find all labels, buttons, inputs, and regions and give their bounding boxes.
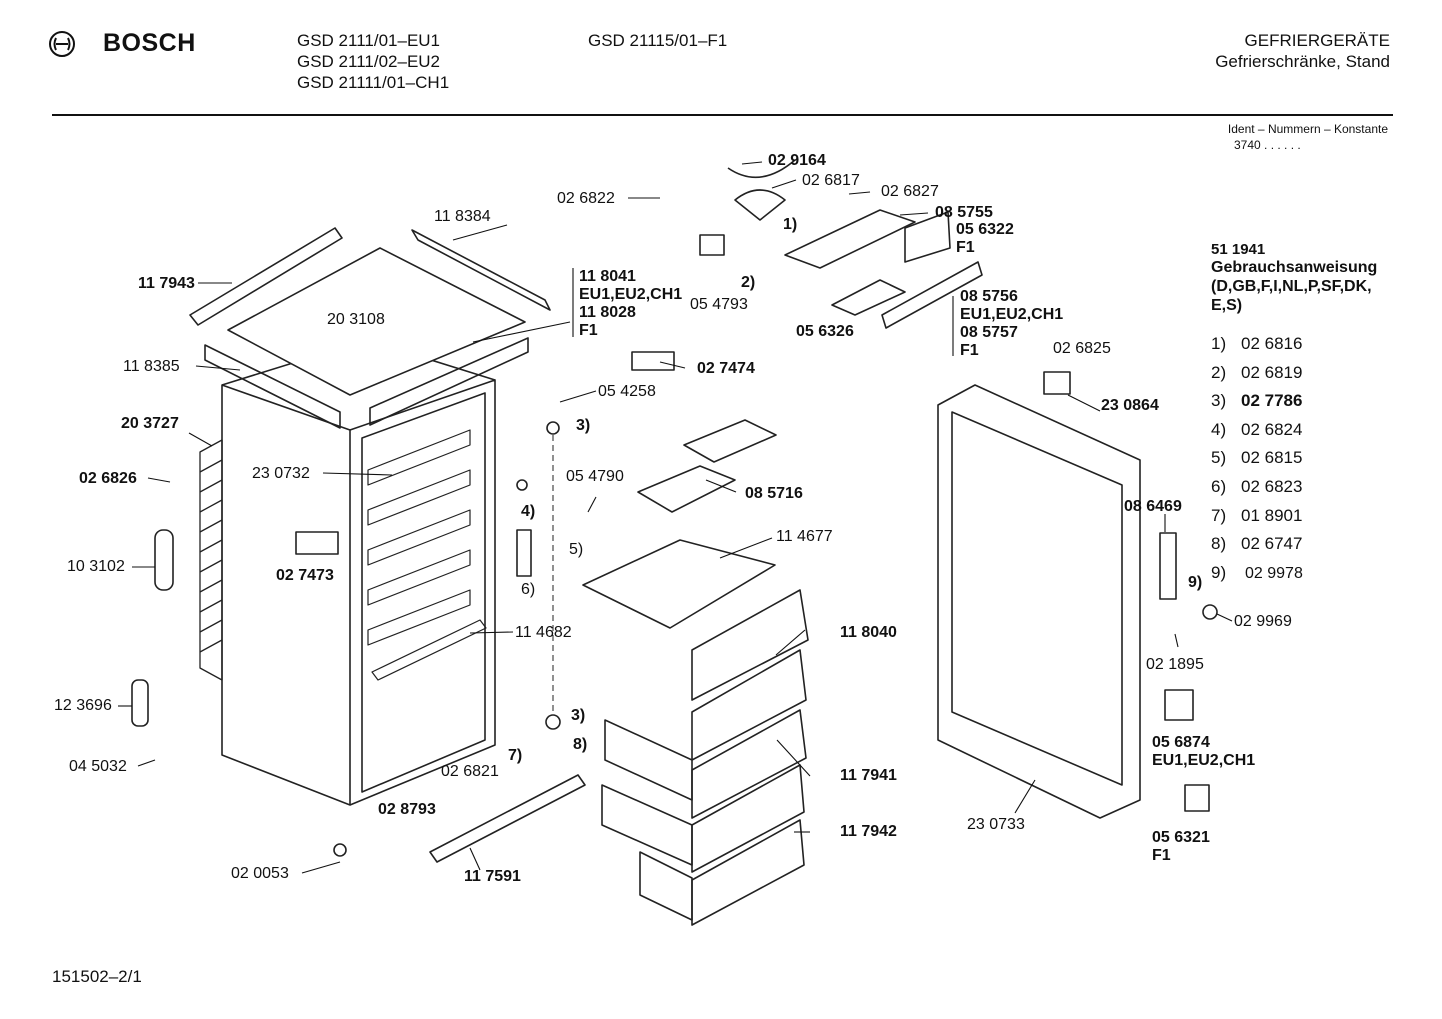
list-item: 5)02 6815 — [1211, 448, 1303, 468]
part-label: 08 5756 — [960, 288, 1018, 305]
list-item: 1)02 6816 — [1211, 334, 1303, 353]
part-label: 04 5032 — [69, 758, 127, 775]
part-label: 08 6469 — [1124, 498, 1182, 515]
cabinet-body — [221, 339, 496, 806]
part-label: 11 8385 — [123, 358, 180, 375]
variant-label: EU1,EU2,CH1 — [579, 286, 683, 303]
callout-key: 4) — [521, 503, 536, 520]
variant-label: EU1,EU2,CH1 — [1152, 752, 1256, 769]
part-label: 11 7591 — [464, 868, 521, 885]
callout-key: 9) — [1188, 574, 1203, 591]
model-name: GSD 21111/01–CH1 — [297, 73, 450, 92]
part-label: 02 7474 — [697, 360, 755, 377]
callout-key: 3) — [576, 417, 591, 434]
category: GEFRIERGERÄTE — [1244, 31, 1390, 50]
part-label: 20 3727 — [121, 415, 179, 432]
condenser-coil — [199, 439, 223, 681]
part-label: 23 0732 — [252, 465, 310, 482]
part-label: 12 3696 — [54, 697, 112, 714]
part-label: 11 8384 — [434, 208, 491, 225]
ident-label: Ident – Nummern – Konstante — [1227, 122, 1388, 136]
part-label: 05 4790 — [566, 468, 624, 485]
subcategory: Gefrierschränke, Stand — [1215, 52, 1390, 71]
callout-key: 7) — [508, 747, 523, 764]
list-item: 6)02 6823 — [1211, 476, 1303, 496]
list-item: 3)02 7786 — [1211, 391, 1303, 411]
part-label: 08 5716 — [745, 485, 803, 502]
evaporator-shelves — [367, 429, 487, 681]
part-label: 11 8028 — [579, 304, 636, 321]
model-name: GSD 21115/01–F1 — [588, 31, 728, 50]
part-label: 20 3108 — [327, 311, 385, 328]
manual-title: Gebrauchsanweisung (D,GB,F,I,NL,P,SF,DK,… — [1211, 259, 1378, 314]
part-label: 02 6822 — [557, 190, 615, 207]
manual-block: 51 1941 Gebrauchsanweisung (D,GB,F,I,NL,… — [1211, 241, 1377, 588]
list-item: 4)02 6824 — [1211, 419, 1303, 439]
part-label: 05 6874 — [1152, 734, 1210, 751]
part-label: 02 0053 — [231, 865, 289, 882]
part-label: 02 7473 — [276, 567, 334, 584]
callout-key: 8) — [573, 736, 588, 753]
part-label: 11 8040 — [840, 624, 897, 641]
part-label: 02 6825 — [1053, 340, 1111, 357]
top-cover-panel — [227, 247, 526, 396]
part-label: 08 5755 — [935, 204, 993, 221]
part-label: 11 7941 — [840, 767, 897, 784]
list-item: 8)02 6747 — [1211, 534, 1303, 554]
part-label: 02 6817 — [802, 172, 860, 189]
part-label: 08 5757 — [960, 324, 1018, 341]
header-rule — [52, 114, 1393, 116]
variant-label: F1 — [960, 342, 979, 359]
variant-label: F1 — [1152, 847, 1171, 864]
bosch-logo-icon — [48, 30, 76, 63]
category-block: GEFRIERGERÄTE Gefrierschränke, Stand — [1215, 30, 1390, 72]
part-label: 05 4258 — [598, 383, 656, 400]
variant-label: F1 — [956, 239, 975, 256]
variant-label: EU1,EU2,CH1 — [960, 306, 1064, 323]
part-label: 02 9164 — [768, 152, 826, 169]
model-name: GSD 2111/02–EU2 — [297, 52, 441, 71]
part-label: 10 3102 — [67, 558, 125, 575]
doc-number: 151502–2/1 — [52, 967, 142, 986]
part-label: 11 8041 — [579, 268, 636, 285]
brand-name: BOSCH — [103, 29, 196, 57]
callout-key: 5) — [569, 541, 584, 558]
key-part-list: 1)02 6816 2)02 6819 3)02 7786 4)02 6824 … — [1211, 330, 1377, 588]
part-label: 02 1895 — [1146, 656, 1204, 673]
list-item: 2)02 6819 — [1211, 362, 1303, 382]
part-label: 05 4793 — [690, 296, 748, 313]
variant-label: F1 — [579, 322, 598, 339]
model-list-2: GSD 21115/01–F1 — [588, 30, 727, 51]
part-label: 02 9969 — [1234, 613, 1292, 630]
part-label: 05 6321 — [1152, 829, 1210, 846]
part-label: 11 7943 — [138, 275, 195, 292]
callout-key: 6) — [521, 581, 536, 598]
model-name: GSD 2111/01–EU1 — [297, 31, 441, 50]
part-label: 05 6326 — [796, 323, 854, 340]
glass-shelf — [582, 539, 776, 629]
door — [937, 384, 1141, 819]
list-item: 9)02 9978 — [1211, 562, 1303, 582]
part-label: 02 6826 — [79, 470, 137, 487]
list-item: 7)01 8901 — [1211, 505, 1303, 525]
callout-key: 2) — [741, 274, 756, 291]
part-label: 11 4677 — [776, 528, 833, 545]
part-label: 11 7942 — [840, 823, 897, 840]
manual-number: 51 1941 — [1211, 241, 1266, 258]
ident-value: 3740 . . . . . . — [1234, 138, 1301, 152]
part-label: 02 6827 — [881, 183, 939, 200]
part-label: 05 6322 — [956, 221, 1014, 238]
callout-key: 1) — [783, 216, 798, 233]
part-label: 23 0733 — [967, 816, 1025, 833]
drawer-set — [601, 589, 809, 926]
model-list-1: GSD 2111/01–EU1 GSD 2111/02–EU2 GSD 2111… — [297, 30, 449, 93]
part-label: 23 0864 — [1101, 397, 1159, 414]
callout-key: 3) — [571, 707, 586, 724]
part-label: 02 8793 — [378, 801, 436, 818]
part-label: 02 6821 — [441, 763, 499, 780]
part-label: 11 4682 — [515, 624, 572, 641]
